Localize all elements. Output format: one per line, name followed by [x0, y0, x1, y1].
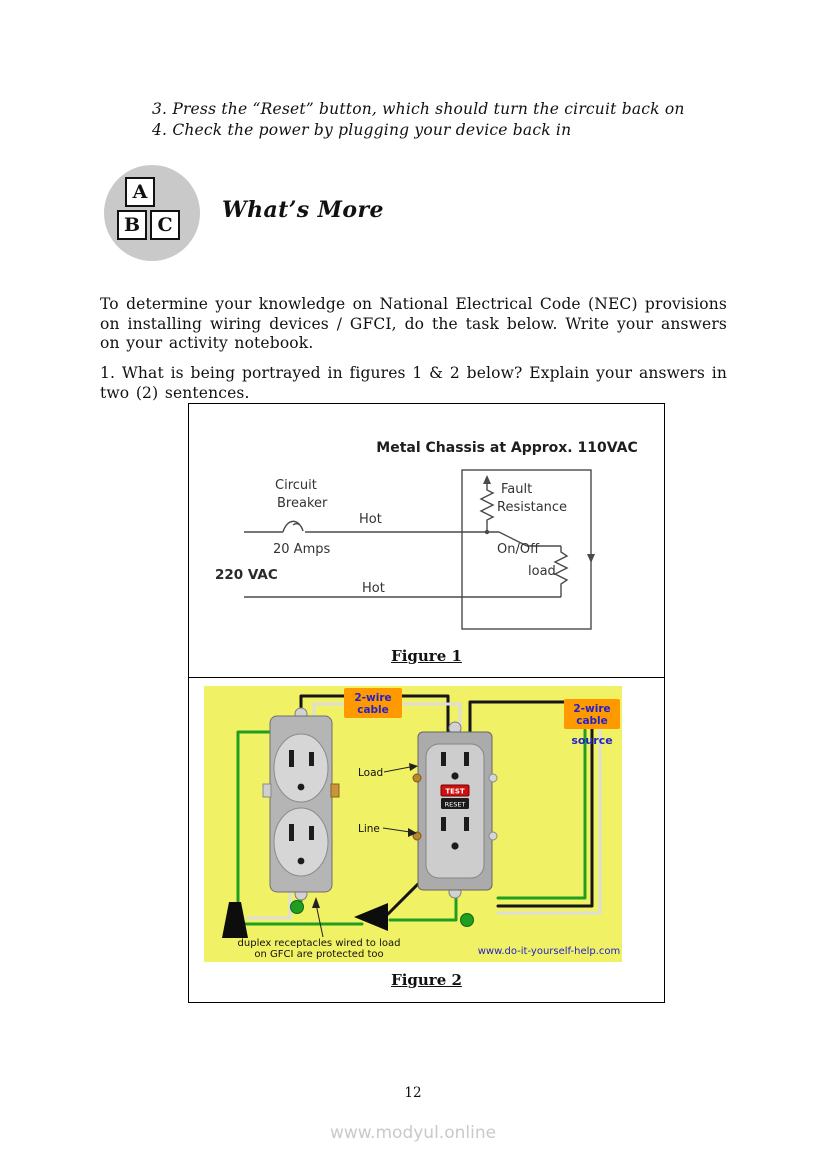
page-number: 12 — [404, 1085, 422, 1101]
gfci-ground-hole-top — [451, 772, 459, 780]
watermark: www.modyul.online — [329, 1123, 497, 1143]
figure2-caption-text: Figure 2 — [391, 971, 462, 989]
step-4: 4. Check the power by plugging your devi… — [152, 121, 572, 139]
brass-terminal-screw — [330, 783, 340, 798]
question-text: 1. What is being portrayed in figures 1 … — [100, 364, 727, 402]
cable-label-left — [344, 688, 402, 718]
cable-label-right-line1: 2-wire — [573, 703, 610, 715]
test-button[interactable] — [440, 784, 470, 797]
amps-label: 20 Amps — [273, 542, 330, 557]
fault-label-line2: Resistance — [497, 500, 567, 515]
circuit-breaker-label-line2: Breaker — [277, 496, 328, 511]
receptacle-white-pigtail — [246, 890, 292, 920]
test-button-label: TEST — [445, 788, 465, 796]
line-pointer-arrow — [408, 828, 417, 837]
source-label: source — [571, 734, 612, 747]
figure-divider — [189, 677, 664, 678]
ground-green-wire-bottom — [388, 890, 458, 922]
onoff-label: On/Off — [497, 542, 540, 557]
ground-green-wire-left — [236, 730, 364, 926]
figure1-caption: Figure 1 — [189, 647, 664, 665]
fault-resistance-branch — [479, 480, 495, 532]
cable-label-left-line1: 2-wire — [354, 692, 391, 704]
green-wire-loop-right — [460, 913, 474, 927]
wire-connector-left — [222, 902, 248, 938]
current-down-arrow — [587, 554, 595, 563]
block-letter-b-text: B — [123, 214, 141, 236]
block-letter-b: B — [117, 210, 147, 240]
load-pointer-line — [383, 766, 411, 773]
hot-conductor-top — [244, 520, 499, 533]
fault-up-arrow — [483, 475, 491, 484]
cable-label-left-line2: cable — [357, 704, 389, 716]
figure2-diagram: TEST RESET 2-wire cable 2-wire cable sou… — [204, 686, 622, 962]
figures-frame: Metal Chassis at Approx. 110VAC Circuit … — [188, 403, 665, 1003]
reset-button[interactable] — [441, 798, 469, 809]
outlet-face-top — [273, 733, 329, 803]
gfci-ground-hole-bottom — [451, 842, 459, 850]
load-pointer-label: Load — [358, 767, 383, 779]
source-cable-white-wire — [496, 714, 602, 915]
figure2-caption: Figure 2 — [189, 971, 664, 989]
load-resistor — [553, 546, 569, 597]
fault-label-line1: Fault — [501, 482, 532, 497]
block-letter-a: A — [125, 177, 155, 207]
ground-hole — [297, 783, 305, 791]
connector-black-wire — [386, 882, 420, 916]
load-label: load — [528, 564, 556, 579]
gfci-brass-screw-top — [412, 773, 422, 783]
note-line2: on GFCI are protected too — [254, 949, 383, 960]
source-cable-green-wire — [496, 728, 587, 900]
note-arrow-head — [312, 897, 320, 908]
gfci-slot — [464, 752, 469, 766]
gfci-face — [425, 743, 485, 879]
figure1-diagram: Metal Chassis at Approx. 110VAC Circuit … — [215, 440, 638, 630]
intro-paragraph: To determine your knowledge on National … — [100, 295, 727, 352]
gfci-brass-screw-bottom — [412, 831, 422, 841]
outlet-slot — [289, 750, 294, 767]
green-wire-loop-left — [290, 900, 304, 914]
gfci-silver-screw-bottom — [488, 831, 498, 841]
neutral-terminal-screw — [262, 783, 272, 798]
circuit-breaker-symbol — [282, 520, 304, 533]
gfci-slot — [441, 752, 446, 766]
steps-list: 3. Press the “Reset” button, which shoul… — [152, 99, 685, 141]
metal-chassis-box — [461, 469, 592, 630]
abc-blocks-icon: A B C — [104, 165, 200, 261]
note-arrow-line — [315, 903, 324, 938]
cable-label-right — [564, 699, 620, 729]
wire-connector-right — [354, 903, 388, 931]
block-letter-c-text: C — [157, 214, 173, 236]
outlet-face-bottom — [273, 807, 329, 877]
section-title: What’s More — [222, 197, 384, 223]
line-pointer-line — [382, 827, 411, 833]
outlet-slot — [309, 752, 314, 766]
line-pointer-label: Line — [358, 823, 380, 835]
ground-hole — [297, 857, 305, 865]
block-letter-a-text: A — [132, 181, 148, 203]
outlet-slot — [309, 826, 314, 840]
circuit-breaker-label-line1: Circuit — [275, 478, 317, 493]
gfci-outlet: TEST RESET — [412, 721, 498, 899]
chassis-label: Metal Chassis at Approx. 110VAC — [376, 440, 637, 456]
gfci-slot — [464, 817, 469, 831]
website-credit: www.do-it-yourself-help.com — [478, 946, 621, 957]
note-line1: duplex receptacles wired to load — [238, 938, 401, 949]
gfci-silver-screw-top — [488, 773, 498, 783]
hot-top-label: Hot — [359, 512, 382, 527]
step-3: 3. Press the “Reset” button, which shoul… — [152, 100, 685, 118]
cable-label-right-line2: cable — [576, 715, 608, 727]
figure1-caption-text: Figure 1 — [391, 647, 462, 665]
gfci-slot — [441, 817, 446, 831]
duplex-receptacle — [262, 707, 340, 901]
hot-bottom-label: Hot — [362, 581, 385, 596]
block-letter-c: C — [150, 210, 180, 240]
load-pointer-arrow — [409, 763, 418, 771]
onoff-switch-symbol — [498, 531, 528, 547]
reset-button-label: RESET — [445, 801, 466, 809]
source-voltage-label: 220 VAC — [215, 567, 278, 583]
outlet-slot — [289, 824, 294, 841]
